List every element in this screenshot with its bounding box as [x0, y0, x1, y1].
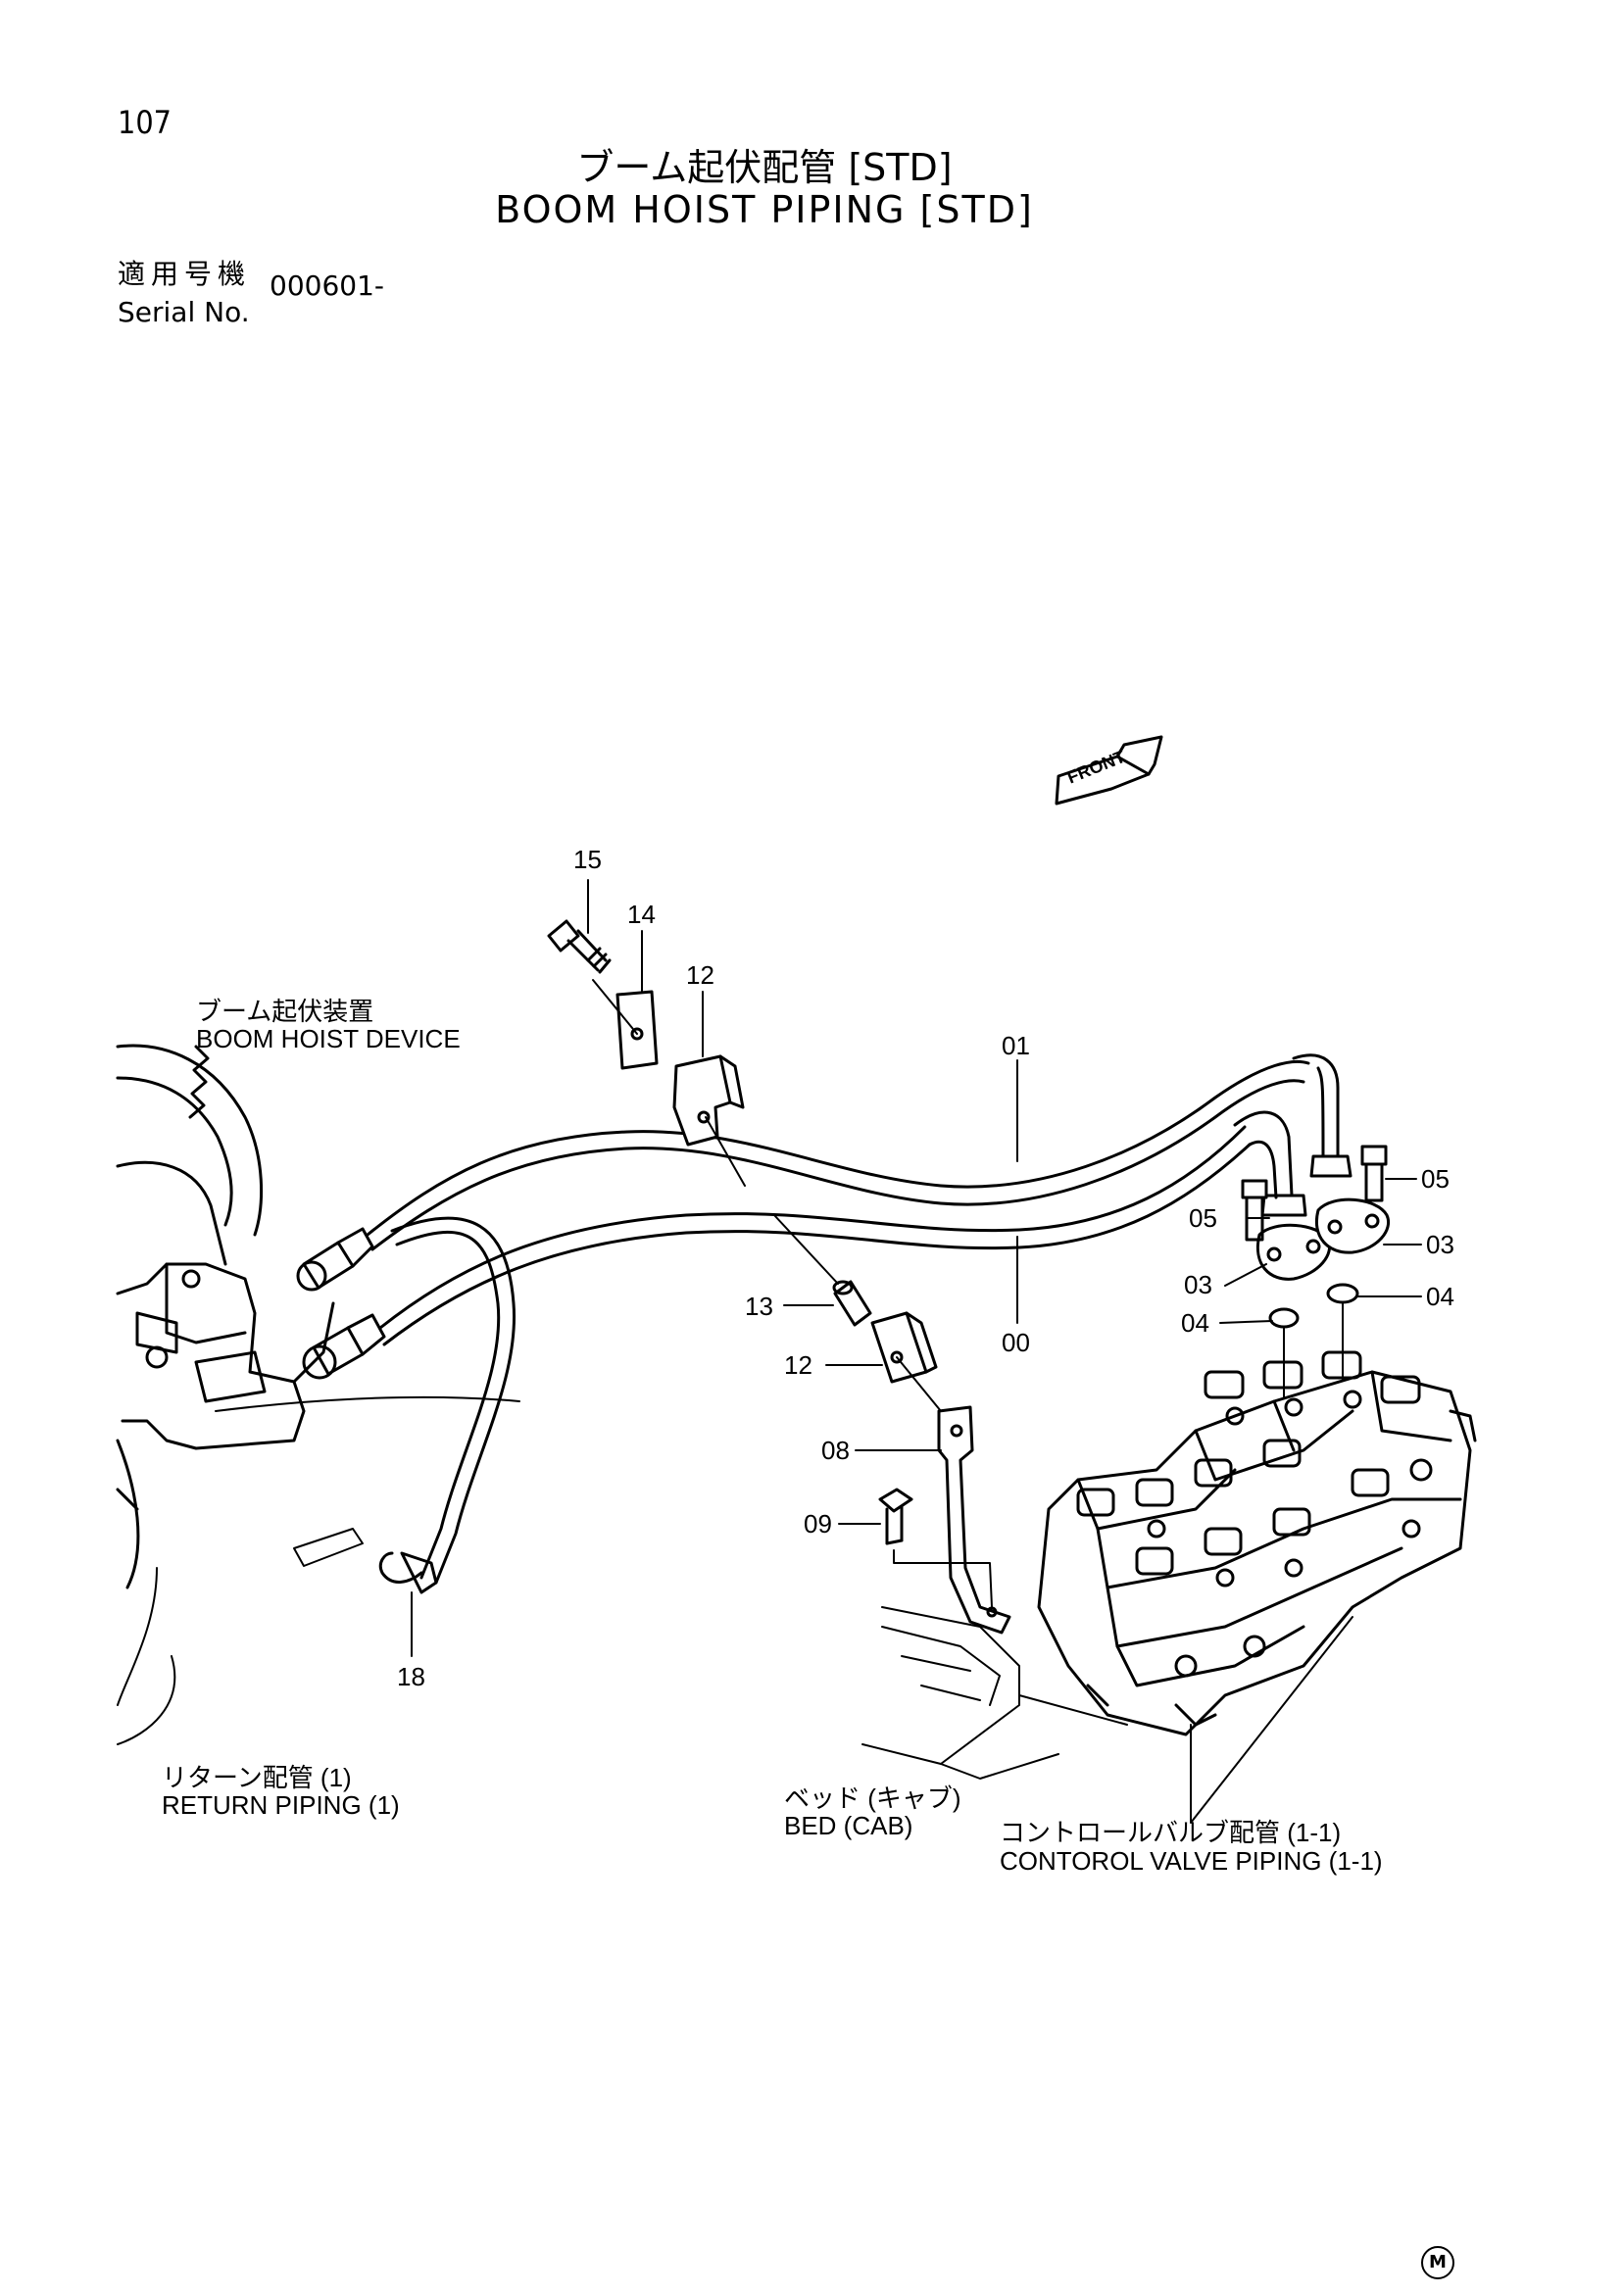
callout-08: 08 [821, 1436, 850, 1465]
assembly-line-upper [705, 1116, 746, 1187]
callout-04-left: 04 [1181, 1308, 1209, 1338]
callout-09: 09 [804, 1509, 832, 1539]
label-return-piping-jp: リターン配管 (1) [162, 1763, 352, 1792]
serial-label-japanese: 適用号機 [118, 258, 252, 290]
label-return-piping-en: RETURN PIPING (1) [162, 1790, 400, 1820]
label-bed-jp: ベッド (キャブ) [784, 1783, 961, 1813]
callout-12-lower: 12 [784, 1350, 812, 1380]
o-ring-04-right [1326, 1283, 1359, 1304]
page-title-english: BOOM HOIST PIPING [STD] [495, 188, 1034, 231]
bolt-15-leader [592, 979, 638, 1035]
label-control-valve-jp: コントロールバルブ配管 (1-1) [1000, 1818, 1342, 1847]
bolt-05-left [1241, 1179, 1268, 1242]
hose-fitting-upper [296, 1227, 374, 1292]
bed-outline [117, 1395, 1128, 1780]
clamp-12-lower [870, 1311, 938, 1384]
label-boom-hoist-device-en: BOOM HOIST DEVICE [196, 1024, 461, 1053]
return-hose-18 [378, 1216, 516, 1594]
label-bed-en: BED (CAB) [784, 1811, 913, 1840]
bolt-05-right [1360, 1145, 1388, 1202]
serial-number: 000601- [270, 269, 384, 302]
control-valve-leader [1190, 1616, 1353, 1824]
flange-03-left [1256, 1223, 1331, 1281]
o-ring-04-left [1268, 1307, 1300, 1329]
callout-13: 13 [745, 1292, 773, 1321]
boom-hoist-device-drawing [116, 1044, 335, 1589]
hose-00 [378, 1110, 1307, 1346]
clamp-12-upper [672, 1054, 745, 1147]
label-control-valve-en: CONTOROL VALVE PIPING (1-1) [1000, 1846, 1383, 1876]
serial-label-english: Serial No. [118, 296, 250, 328]
hose-fitting-lower [302, 1313, 386, 1380]
callout-05-right: 05 [1421, 1164, 1450, 1194]
callout-04-right: 04 [1426, 1282, 1454, 1311]
control-valve-drawing [1037, 1350, 1477, 1736]
bolt-15 [547, 919, 612, 974]
page-number: 107 [118, 104, 172, 141]
plate-14 [615, 990, 659, 1070]
callout-12-upper: 12 [686, 960, 714, 990]
callout-00: 00 [1002, 1328, 1030, 1357]
hose-01 [366, 1053, 1352, 1251]
sleeve-13 [832, 1280, 872, 1327]
callout-03-left: 03 [1184, 1270, 1212, 1299]
callout-18: 18 [397, 1662, 425, 1691]
flange-03-right [1315, 1197, 1390, 1254]
label-boom-hoist-device-jp: ブーム起伏装置 [196, 997, 374, 1026]
page-title-japanese: ブーム起伏配管 [STD] [576, 146, 953, 189]
bolt-09 [878, 1488, 913, 1545]
bracket-08 [937, 1405, 1011, 1635]
callout-01: 01 [1002, 1031, 1030, 1060]
callout-15: 15 [573, 845, 602, 874]
callout-14: 14 [627, 900, 656, 929]
m-mark-icon: M [1421, 2246, 1454, 2279]
callout-05-left: 05 [1189, 1203, 1217, 1233]
assembly-line-lower [773, 1214, 839, 1285]
callout-03-right: 03 [1426, 1230, 1454, 1259]
callout-leaders [411, 879, 1422, 1657]
front-arrow-icon [1055, 735, 1163, 806]
